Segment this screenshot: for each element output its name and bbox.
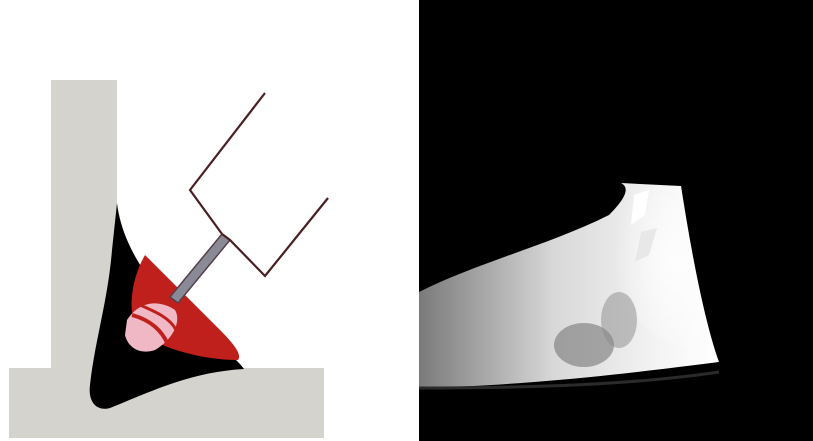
arc-photo-panel: [419, 0, 813, 441]
weld-schematic: [0, 0, 400, 441]
electrode: [170, 234, 230, 303]
arc-shadow: [601, 292, 637, 348]
weld-schematic-panel: [0, 0, 400, 441]
arc-photo: [419, 0, 813, 441]
